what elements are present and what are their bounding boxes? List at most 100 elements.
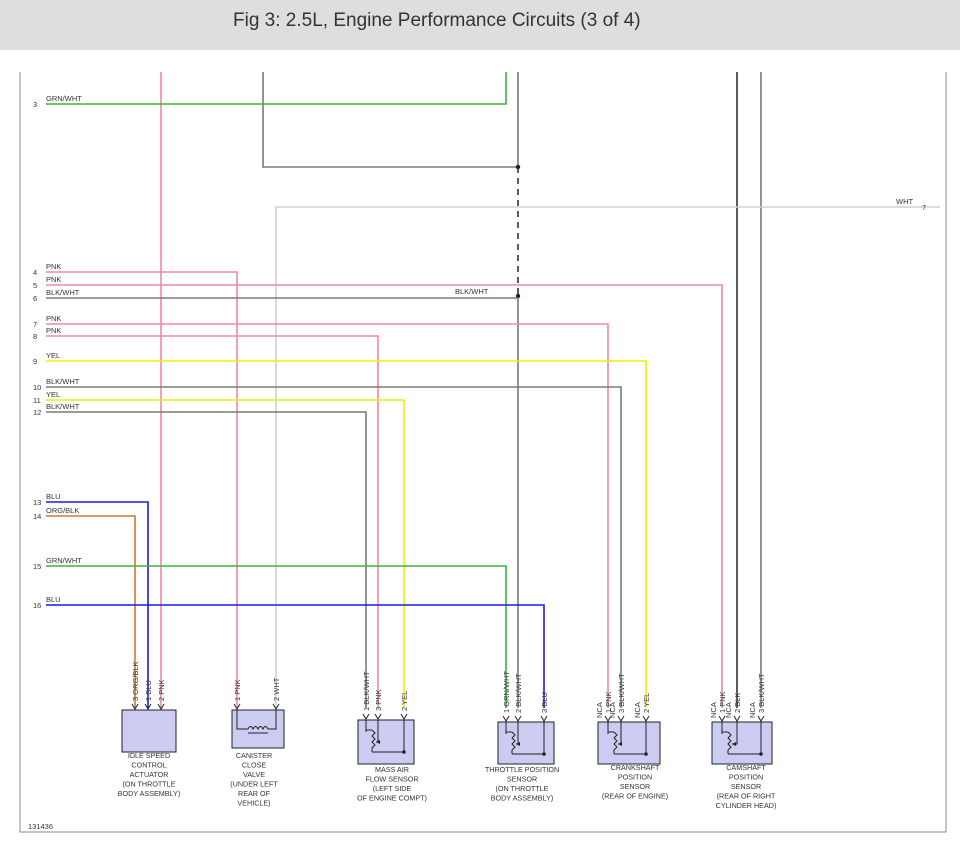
component-idle-speed-control-actuator (121, 703, 177, 753)
component-caption: CAMSHAFT (726, 763, 766, 772)
terminal-label: PNK (46, 262, 61, 271)
wire-grnwht-15 (46, 565, 507, 708)
figure-title: Fig 3: 2.5L, Engine Performance Circuits… (233, 10, 641, 31)
component-caption: BODY ASSEMBLY) (491, 794, 553, 803)
terminal-number: 7 (33, 320, 37, 329)
component-caption: THROTTLE POSITION (485, 765, 559, 774)
resistor-symbol (613, 731, 618, 754)
connector-pin (400, 713, 408, 720)
figure-header: Fig 3: 2.5L, Engine Performance Circuits… (0, 0, 960, 50)
terminal-number: 7 (922, 203, 926, 212)
component-caption: ACTUATOR (130, 770, 169, 779)
component-caption: SENSOR (620, 782, 650, 791)
sensor-lead (505, 731, 512, 734)
wiper-arrow (618, 742, 622, 746)
component-caption: (ON THROTTLE (123, 780, 176, 789)
pin-label: 2 YEL (642, 693, 651, 713)
connector-pin (540, 715, 548, 722)
nca-label: NCA (595, 702, 604, 718)
terminal-label: BLK/WHT (46, 377, 80, 386)
pin-label: 1 PNK (604, 691, 613, 713)
component-caption: CLOSE (242, 761, 267, 770)
component-mass-air-flow-sensor (357, 713, 415, 765)
pin-label: 3 BLU (540, 692, 549, 713)
connector-pin (502, 715, 510, 722)
component-caption: FLOW SENSOR (365, 775, 418, 784)
connector-pin (617, 715, 625, 722)
junction-dot (542, 752, 546, 756)
pin-label: 2 PNK (157, 679, 166, 701)
connector-pin (757, 715, 765, 722)
component-caption: CRANKSHAFT (611, 763, 660, 772)
component-caption: REAR OF (238, 789, 271, 798)
wire-blu-13 (46, 501, 149, 708)
terminal-number: 5 (33, 281, 37, 290)
connector-pin (362, 713, 370, 720)
terminal-label: PNK (46, 275, 61, 284)
sensor-lead (365, 729, 372, 732)
terminal-label: PNK (46, 326, 61, 335)
pin-label: 3 BLK/WHT (617, 673, 626, 713)
component-body (497, 721, 555, 765)
terminal-label: PNK (46, 314, 61, 323)
terminal-number: 15 (33, 562, 41, 571)
coil-lead (268, 710, 277, 730)
wire-blkwht-top (262, 72, 518, 168)
component-caption: VEHICLE) (237, 799, 270, 808)
wire-wht-7 (275, 206, 940, 708)
pin-label: 2 BLK/WHT (514, 673, 523, 713)
terminal-number: 3 (33, 100, 37, 109)
component-canister-close-valve (231, 703, 285, 749)
wire-yel-9 (46, 360, 647, 708)
wiper-arrow (376, 740, 380, 744)
terminal-number: 14 (33, 512, 41, 521)
terminal-number: 10 (33, 383, 41, 392)
wiper-arrow (516, 742, 520, 746)
wire-grnwht-3 (46, 72, 507, 105)
connector-pin (374, 713, 382, 720)
wire-pnk-8 (46, 335, 379, 708)
junction-dot (644, 752, 648, 756)
diagram-frame (19, 72, 947, 833)
pin-label: 2 WHT (272, 677, 281, 701)
component-caption: IDLE SPEED (128, 751, 170, 760)
pin-label: 1 PNK (718, 691, 727, 713)
terminal-number: 8 (33, 332, 37, 341)
coil-lead (236, 710, 248, 730)
wire-yel-11 (46, 399, 405, 708)
terminal-label: YEL (46, 390, 60, 399)
wire-pnk-5 (46, 284, 723, 708)
connector-pin (514, 715, 522, 722)
component-body (597, 721, 661, 765)
terminal-label: ORG/BLK (46, 506, 79, 515)
nca-label: NCA (633, 702, 642, 718)
component-body (357, 719, 415, 765)
resistor-symbol (371, 729, 376, 752)
pin-label: 1 BLK/WHT (362, 671, 371, 711)
terminal-number: 9 (33, 357, 37, 366)
pin-label: 1 PNK (233, 679, 242, 701)
connector-pin (642, 715, 650, 722)
pin-label: 1 BLU (144, 680, 153, 701)
component-caption: SENSOR (507, 775, 537, 784)
terminal-number: 11 (33, 396, 41, 405)
component-caption: VALVE (243, 770, 265, 779)
wire-pnk-7 (46, 323, 609, 708)
terminal-label: GRN/WHT (46, 556, 82, 565)
pin-label: 1 GRN/WHT (502, 671, 511, 714)
wire-orgblk-14 (46, 515, 136, 708)
splice-dot (515, 293, 521, 299)
figure-id: 131436 (28, 822, 53, 831)
terminal-label: WHT (896, 197, 913, 206)
nca-label: NCA (724, 702, 733, 718)
terminal-label: BLU (46, 492, 61, 501)
junction-dot (759, 752, 763, 756)
component-caption: MASS AIR (375, 765, 409, 774)
junction-dot (402, 750, 406, 754)
components-group (121, 703, 773, 765)
wire-blu-16 (46, 604, 545, 708)
component-caption: POSITION (729, 773, 763, 782)
pin-label: 3 BLK/WHT (757, 673, 766, 713)
terminal-label: YEL (46, 351, 60, 360)
